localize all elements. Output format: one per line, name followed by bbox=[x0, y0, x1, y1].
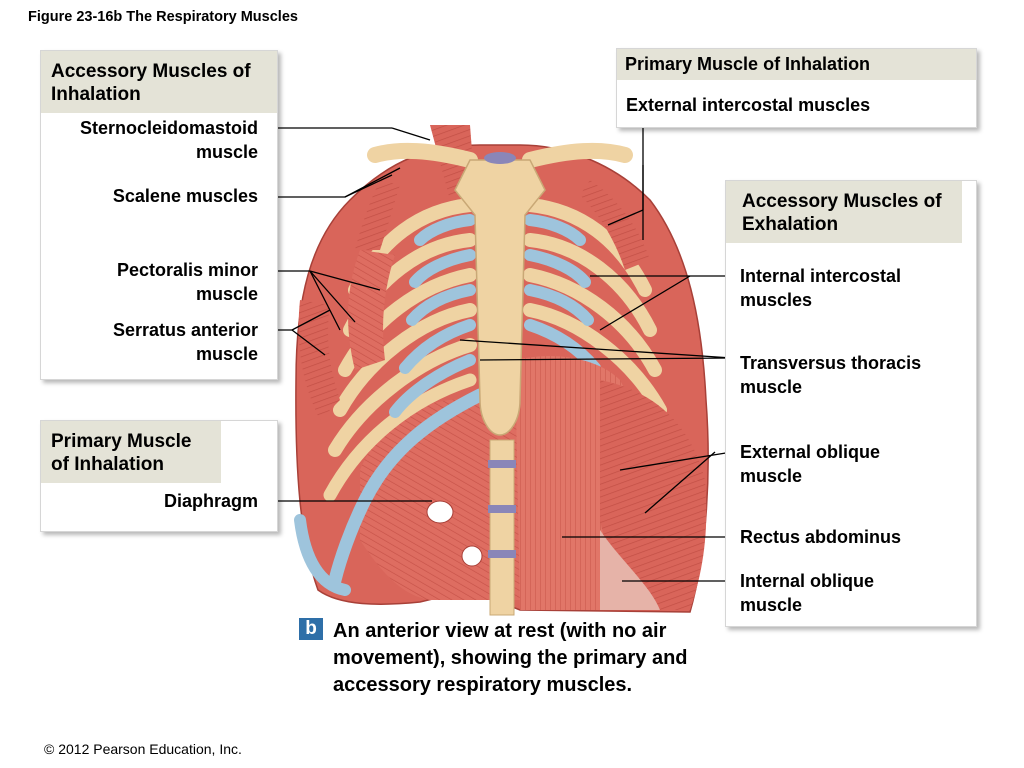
primary-inhalation-right-title: Primary Muscle of Inhalation bbox=[617, 49, 976, 80]
label-external-oblique: External oblique muscle bbox=[740, 442, 881, 486]
accessory-exhalation-title: Accessory Muscles of Exhalation bbox=[726, 181, 962, 243]
accessory-inhalation-box: Accessory Muscles of Inhalation bbox=[40, 50, 278, 380]
lumbar-hole bbox=[426, 500, 454, 524]
primary-inhalation-left-box: Primary Muscle of Inhalation bbox=[40, 420, 278, 532]
primary-inhalation-left-title: Primary Muscle of Inhalation bbox=[41, 421, 221, 483]
copyright: © 2012 Pearson Education, Inc. bbox=[44, 741, 242, 757]
label-rectus-abdominus: Rectus abdominus bbox=[740, 527, 902, 547]
label-transversus-thoracis: Transversus thoracis muscle bbox=[740, 353, 922, 397]
primary-inhalation-right-box: Primary Muscle of Inhalation bbox=[616, 48, 977, 128]
label-serratus-anterior: Serratus anterior muscle bbox=[112, 320, 258, 364]
lumbar-hole-2 bbox=[461, 545, 483, 567]
external-oblique-shape bbox=[600, 380, 707, 610]
clavicle-left bbox=[367, 142, 478, 168]
accessory-inhalation-title: Accessory Muscles of Inhalation bbox=[41, 51, 277, 113]
label-internal-oblique: Internal oblique muscle bbox=[740, 571, 875, 615]
vertebral-column bbox=[488, 439, 516, 616]
figure-title: Figure 23-16b The Respiratory Muscles bbox=[28, 9, 298, 25]
internal-oblique-shape bbox=[600, 530, 660, 610]
leader-lines bbox=[268, 127, 733, 582]
label-diaphragm: Diaphragm bbox=[163, 491, 258, 511]
label-pectoralis-minor: Pectoralis minor muscle bbox=[116, 260, 258, 304]
figure-caption: An anterior view at rest (with no air mo… bbox=[333, 620, 688, 696]
ribs-left bbox=[294, 198, 487, 596]
scalene-shape bbox=[355, 180, 400, 250]
clavicle-right bbox=[522, 142, 633, 168]
pectoralis-minor-shape bbox=[348, 250, 395, 370]
label-sternocleidomastoid: Sternocleidomastoid muscle bbox=[79, 118, 258, 162]
panel-badge: b bbox=[299, 618, 323, 640]
sternum bbox=[454, 159, 546, 436]
label-internal-intercostal: Internal intercostal muscles bbox=[740, 266, 902, 310]
ribs-right bbox=[523, 198, 667, 417]
label-external-intercostal: External intercostal muscles bbox=[626, 95, 871, 115]
right-upper-muscle-shape bbox=[580, 180, 650, 270]
jugular-notch bbox=[484, 152, 516, 164]
label-scalene: Scalene muscles bbox=[112, 186, 258, 206]
serratus-shape bbox=[298, 300, 340, 420]
accessory-exhalation-box: Accessory Muscles of Exhalation bbox=[725, 180, 977, 627]
